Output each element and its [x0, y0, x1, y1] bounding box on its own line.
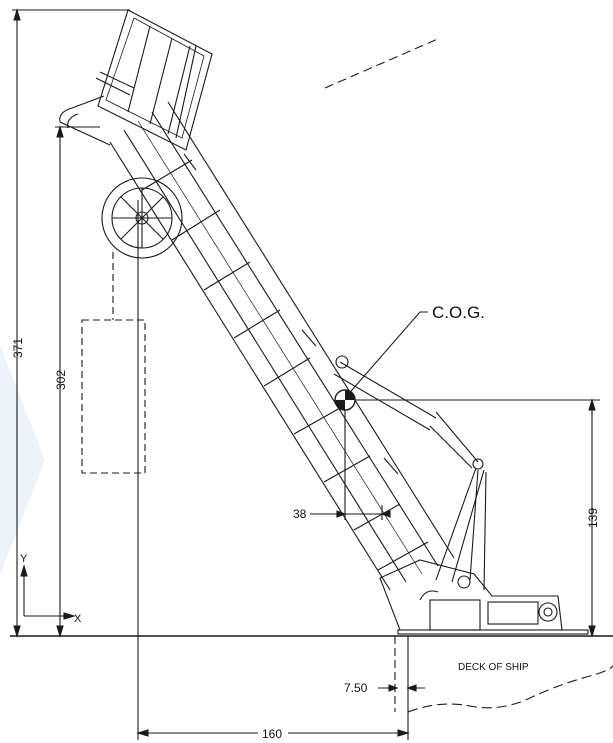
dim-label-7-50: 7.50	[344, 681, 368, 695]
base-pedestal	[379, 559, 589, 635]
dim-371	[12, 8, 130, 638]
hydraulic-cylinder	[333, 355, 484, 470]
dim-139	[352, 398, 600, 638]
dim-302	[55, 125, 100, 638]
dim-label-302: 302	[54, 370, 68, 390]
dim-label-160: 160	[262, 727, 282, 741]
dim-label-371: 371	[11, 338, 25, 358]
boom-arm	[109, 101, 455, 591]
swing-indicator	[324, 37, 441, 89]
axis-x-label: X	[74, 613, 82, 625]
support-strut	[435, 467, 487, 591]
cog-leader	[344, 311, 428, 399]
suspended-load	[81, 252, 146, 474]
cog-label: C.O.G.	[432, 303, 485, 322]
axis-y-label: Y	[20, 553, 28, 565]
cog-marker	[334, 389, 356, 411]
watermark-chevron	[0, 345, 45, 575]
dim-label-139: 139	[586, 508, 600, 528]
axis-indicator	[20, 564, 76, 620]
deck-of-ship	[10, 635, 613, 713]
dim-160	[136, 200, 410, 740]
basket-platform	[59, 9, 213, 151]
deck-label: DECK OF SHIP	[458, 662, 529, 673]
dim-7-50	[378, 684, 425, 692]
sheave-wheel	[101, 177, 183, 259]
dim-label-38: 38	[293, 507, 307, 521]
